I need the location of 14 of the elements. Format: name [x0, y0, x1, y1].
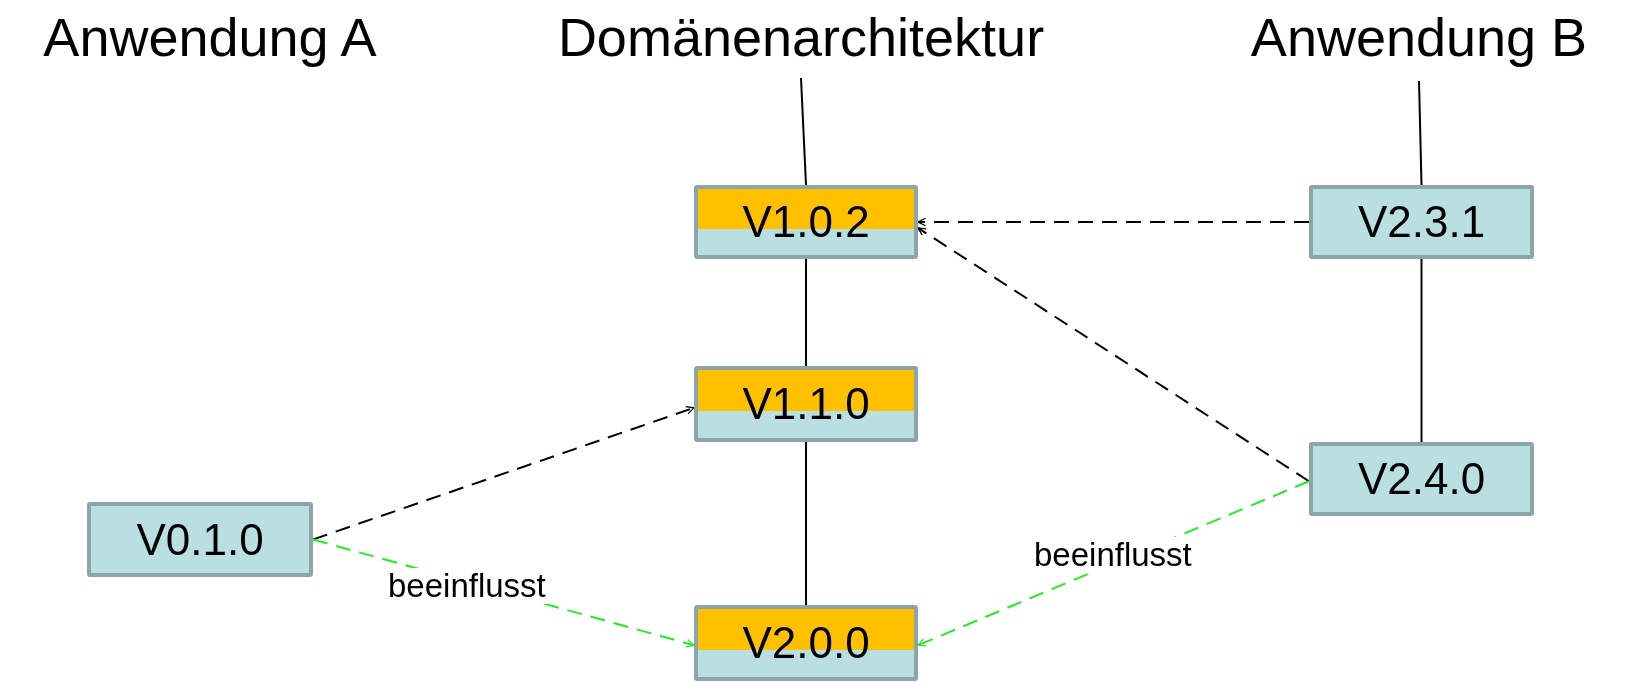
connector-line: [1420, 258, 1423, 443]
arrow: [917, 217, 1310, 227]
connector-line: [805, 441, 807, 606]
column-heading: Domänenarchitektur: [491, 6, 1111, 68]
version-box: V2.4.0: [1309, 442, 1534, 516]
connector-line: [1418, 80, 1423, 186]
connector-line: [805, 258, 807, 367]
arrow: [917, 226, 1310, 483]
version-box: V2.3.1: [1309, 185, 1534, 259]
column-heading: Anwendung A: [0, 6, 420, 68]
version-box: V0.1.0: [87, 502, 313, 577]
column-heading: Anwendung B: [1209, 6, 1629, 68]
connector-line: [800, 77, 807, 186]
arrow: [312, 406, 695, 541]
